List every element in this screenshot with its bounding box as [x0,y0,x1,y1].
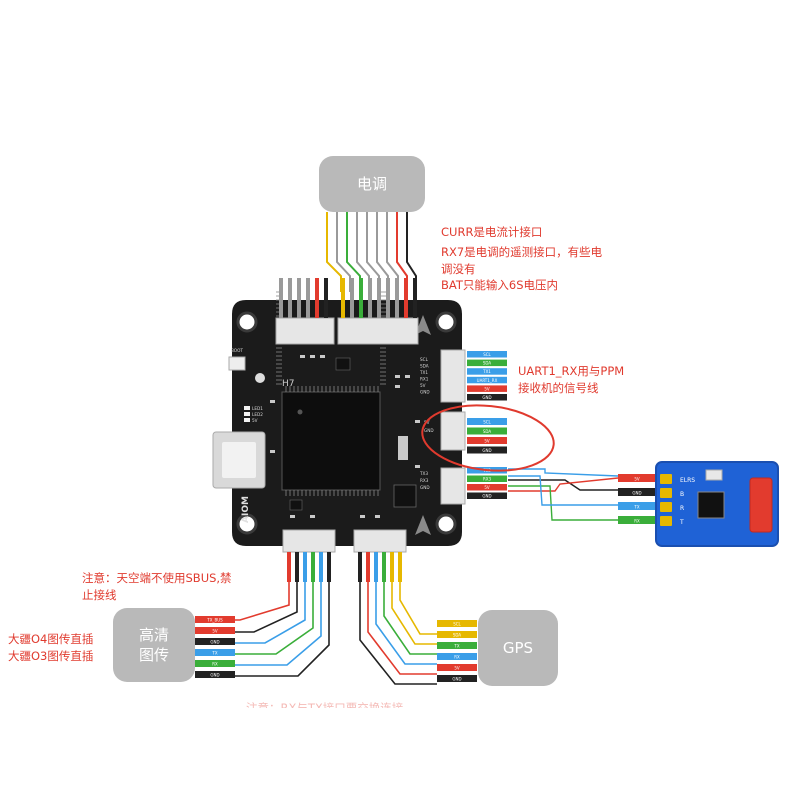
curr-note: CURR是电流计接口 [441,225,543,239]
gps-tag-group: SCL SDA TX RX 5V GND [437,620,477,682]
mcu-pins [276,291,386,496]
hd-vtx-box: 高清 图传 [113,608,195,682]
bat-note: BAT只能输入6S电压内 [441,278,559,292]
receiver-chip [697,491,725,519]
uart1-i2c-connector[interactable] [440,349,466,403]
boot-label: BOOT [231,348,243,353]
esc-connector[interactable] [337,278,419,345]
silk-tx1: TX1 [419,370,428,375]
boot-switch[interactable] [255,373,265,383]
arrow-mark-bottom [415,515,431,535]
tag-sda: SDA [453,633,462,638]
led-1 [244,406,250,410]
silk-rx1: RX1 [420,377,429,382]
sensor-chip [393,484,417,508]
uart3-connector[interactable] [440,467,466,505]
tag-tx: TX [211,651,217,656]
receiver-tag-group: 5V GND TX RX [618,474,656,524]
tag-sda: SDA [483,429,492,434]
receiver-side-r: R [680,505,684,512]
tag-gnd: GND [210,673,219,678]
led-2 [244,412,250,416]
esc-wire-bundle [326,212,417,292]
receiver-side-t: T [679,519,684,526]
vtx-wire-bundle [235,580,330,677]
mid-right-tag-group: SCL SDA 5V GND [467,418,507,454]
vtx-tag-group: TX_BUS 5V GND TX RX GND [195,616,235,678]
tag-5v: 5V [484,439,490,444]
silk-sda: SDA [420,364,429,369]
gps-connector[interactable] [353,529,407,553]
tag-5v: 5V [484,386,490,391]
silk-scl: SCL [420,357,429,362]
receiver-module: ELRS BRT [655,461,779,547]
5v-label: 5V [252,418,258,423]
tag-5v: 5V [484,485,490,490]
rx7-note: RX7是电调的遥测接口，有些电 调没有 [441,245,603,276]
led-5v [244,418,250,422]
tag-gnd: GND [482,448,491,453]
esc-box: 电调 [319,156,425,212]
tag-scl: SCL [483,420,491,425]
silk-gnd: GND [420,485,430,490]
mounting-holes [236,311,457,535]
tag-sda: SDA [483,361,492,366]
tag-rx: RX [634,519,640,524]
tag-gnd: GND [452,677,461,682]
top-left-connector[interactable] [275,278,335,345]
bottom-note: 注意：RX与TX接口要交换连接 [246,701,404,708]
receiver-antenna [749,477,773,533]
tag-tx: TX [453,644,459,649]
boot-button[interactable] [228,356,246,371]
tag-scl: SCL [453,622,461,627]
silk-gnd: GND [424,428,434,433]
tag-gnd: GND [210,640,219,645]
led1-label: LED1 [252,406,263,411]
tag-gnd: GND [482,395,491,400]
receiver-led [705,469,723,481]
tag-gnd: GND [482,494,491,499]
gps-box: GPS [478,610,558,686]
tag-5v: 5V [454,666,460,671]
tag-5v: 5V [212,629,218,634]
silk-rx3: RX3 [420,478,429,483]
tag-scl: SCL [483,352,491,357]
receiver-side-elrs: ELRS [680,477,695,484]
mcu-chip [281,391,381,491]
brand-label: AIOM [241,496,251,523]
tag-rx3: RX3 [483,477,492,482]
led2-label: LED2 [252,412,263,417]
silk-gnd: GND [420,390,430,395]
mid-right-connector[interactable] [440,411,466,451]
sbus-note: 注意：天空端不使用SBUS,禁 止接线 [82,571,232,602]
tag-uart1-rx: UART1_RX [477,378,498,383]
mcu-label: H7 [282,379,295,389]
dji-note: 大疆O4图传直插 大疆O3图传直插 [8,632,94,663]
tag-gnd: GND [632,491,641,496]
silk-tx3: TX3 [419,471,428,476]
tag-tx-bus: TX_BUS [206,618,223,623]
gps-wire-bundle [359,580,437,685]
silk-5v: 5V [420,383,426,388]
highlight-ellipse [421,404,555,472]
tag-5v: 5V [634,477,640,482]
crystal [398,436,408,460]
arrow-mark-top [415,315,431,335]
tag-tx: TX [633,505,639,510]
wire-layer [235,212,657,685]
tag-rx: RX [454,655,460,660]
receiver-side-b: B [680,491,684,498]
vtx-connector[interactable] [282,529,336,553]
uart1-note: UART1_RX用与PPM 接收机的信号线 [518,364,625,395]
tag-tx1: TX1 [482,369,491,374]
flight-controller-board: BOOT H7 AIOM LED1 LED2 5V SCLSDATX1RX15V… [212,278,466,582]
tag-rx: RX [212,662,218,667]
